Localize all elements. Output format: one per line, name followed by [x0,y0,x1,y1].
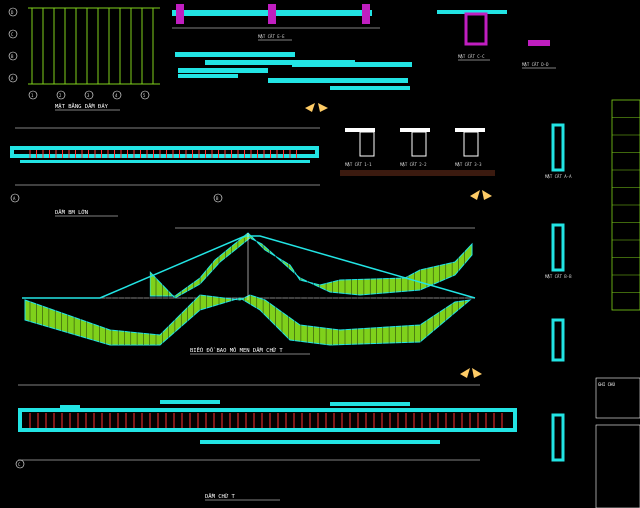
grid-letter: C [11,32,14,37]
top-right-sections: MẶT CẮT C-C MẶT CẮT D-D [437,10,556,69]
section-3-label: MẶT CẮT 3-3 [455,162,482,167]
grid-number: 1 [31,93,34,98]
grid-bubble [8,51,18,61]
beam-2-elevation: C DẦM CHỮ T [15,384,517,501]
arrow-markers [305,103,492,378]
section-e-label: MẶT CẮT E-E [258,34,285,39]
section-1-label: MẶT CẮT 1-1 [345,162,372,167]
grid-number: 3 [87,93,90,98]
grid-letter: B [11,54,14,59]
section-c-label: MẶT CẮT C-C [458,54,485,59]
beam-1-title: DẦM BM LỚN [55,209,88,216]
title-block: GHI CHÚ [595,99,640,508]
section-2-label: MẶT CẮT 2-2 [400,162,427,167]
grid-letter: A [11,76,14,81]
grid-letter: D [11,10,14,15]
beam-1-elevation: A B DẦM BM LỚN [10,127,320,217]
grid-bubble [8,29,18,39]
top-section-detail: MẶT CẮT E-E [172,4,380,41]
grid-number: 4 [115,93,118,98]
grid-bubble [140,90,150,100]
grid-bubble [28,90,38,100]
moment-envelope-diagram: BIỂU ĐỒ BAO MÔ MEN DẦM CHỮ T [22,227,476,355]
grid-bubble [8,73,18,83]
grid-bubble [56,90,66,100]
plan-title: MẶT BẰNG DẦM ĐÁY [55,102,109,110]
right-column-sections: MẶT CẮT A-A MẶT CẮT B-B [545,123,572,462]
mid-sections: MẶT CẮT 1-1 MẶT CẮT 2-2 MẶT CẮT 3-3 [340,128,495,176]
notes-header: GHI CHÚ [598,382,615,387]
grid-number: 2 [59,93,62,98]
top-bars-detail [175,52,412,90]
grid-bubble [84,90,94,100]
axis-mark-a: A [13,196,16,201]
beam-2-title: DẦM CHỮ T [205,493,235,500]
axis-mark-c: C [18,462,21,467]
grid-number: 5 [143,93,146,98]
section-d-label: MẶT CẮT D-D [522,62,549,67]
grid-bubble [8,7,18,17]
grid-bubble [112,90,122,100]
plan-view: D C B A 1 2 3 4 5 MẶT BẰNG DẦM ĐÁY [8,7,160,111]
axis-mark-b: B [216,196,219,201]
section-a-label: MẶT CẮT A-A [545,174,572,179]
section-b-label: MẶT CẮT B-B [545,274,572,279]
moment-diagram-title: BIỂU ĐỒ BAO MÔ MEN DẦM CHỮ T [190,346,283,354]
